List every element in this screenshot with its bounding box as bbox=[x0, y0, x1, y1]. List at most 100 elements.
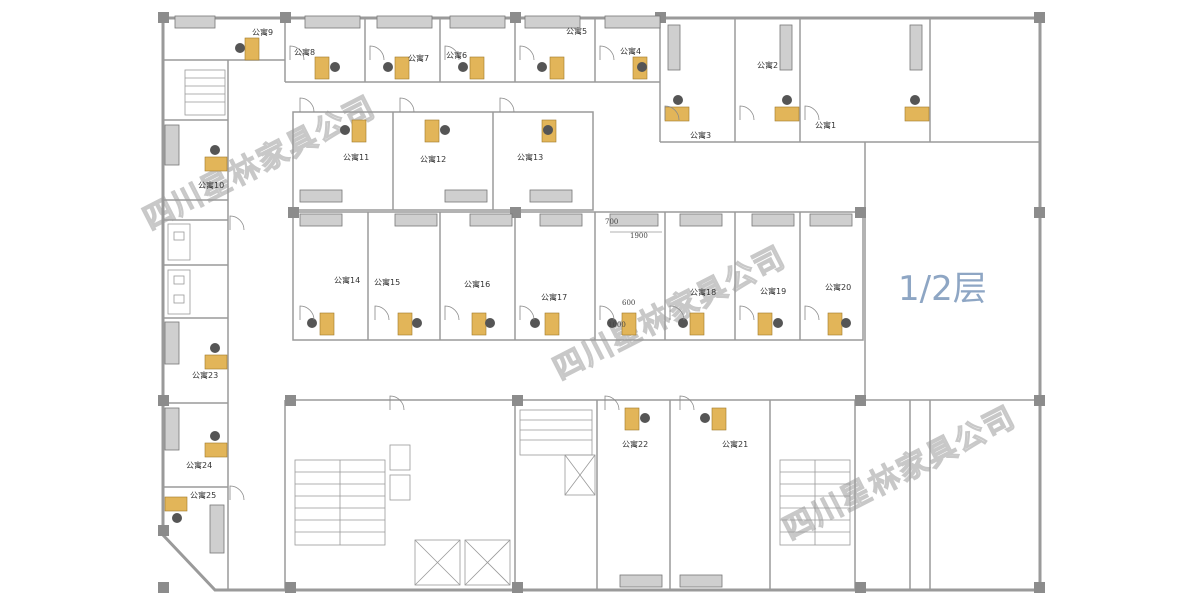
toilets bbox=[167, 223, 191, 315]
desk bbox=[314, 56, 330, 80]
desk bbox=[204, 156, 228, 172]
chair bbox=[637, 62, 647, 72]
chair bbox=[330, 62, 340, 72]
door bbox=[599, 305, 615, 321]
room-label: 公寓3 bbox=[690, 130, 711, 140]
wardrobe bbox=[394, 213, 438, 227]
building-walls bbox=[161, 16, 1042, 592]
chair bbox=[640, 413, 650, 423]
desk bbox=[164, 496, 188, 512]
wardrobe bbox=[209, 504, 225, 554]
desk bbox=[424, 119, 440, 143]
wardrobe bbox=[174, 15, 216, 29]
chair bbox=[543, 125, 553, 135]
room-label: 公寓11 bbox=[343, 152, 369, 162]
door bbox=[299, 305, 315, 321]
wardrobe bbox=[164, 407, 180, 451]
chair bbox=[607, 318, 617, 328]
door bbox=[804, 105, 820, 121]
door bbox=[444, 305, 460, 321]
door bbox=[519, 45, 535, 61]
wardrobe bbox=[444, 189, 488, 203]
wardrobe bbox=[609, 213, 659, 227]
desk bbox=[621, 312, 637, 336]
room-label: 公寓13 bbox=[517, 152, 543, 162]
chair bbox=[773, 318, 783, 328]
desk bbox=[544, 312, 560, 336]
wardrobe bbox=[751, 213, 795, 227]
wardrobe bbox=[809, 213, 853, 227]
desk bbox=[757, 312, 773, 336]
chair bbox=[530, 318, 540, 328]
door bbox=[289, 45, 305, 61]
elevator-2 bbox=[464, 539, 511, 586]
chair bbox=[910, 95, 920, 105]
wardrobe bbox=[539, 213, 583, 227]
room-label: 公寓2 bbox=[757, 60, 778, 70]
room-label: 公寓5 bbox=[566, 26, 587, 36]
door bbox=[739, 105, 755, 121]
room-labels: 公寓1 公寓2 公寓3 公寓4 公寓5 公寓6 公寓7 公寓8 公寓9 公寓10… bbox=[186, 26, 851, 500]
desk bbox=[904, 106, 930, 122]
wardrobe bbox=[469, 213, 513, 227]
door bbox=[739, 305, 755, 321]
room-label: 公寓16 bbox=[464, 279, 490, 289]
wardrobe bbox=[524, 15, 581, 29]
room-label: 公寓19 bbox=[760, 286, 786, 296]
door bbox=[444, 45, 460, 61]
door bbox=[519, 305, 535, 321]
door bbox=[229, 485, 245, 501]
room-label: 公寓18 bbox=[690, 287, 716, 297]
stair-upper-left bbox=[184, 69, 226, 116]
desk bbox=[471, 312, 487, 336]
door bbox=[499, 97, 515, 113]
room-label: 公寓7 bbox=[408, 53, 429, 63]
door bbox=[389, 395, 405, 411]
room-label: 公寓1 bbox=[815, 120, 836, 130]
watermarks: 四川星林家具公司 四川星林家具公司 四川星林家具公司 bbox=[137, 89, 1022, 548]
room-label: 公寓20 bbox=[825, 282, 851, 292]
door bbox=[399, 97, 415, 113]
room-label: 公寓21 bbox=[722, 439, 748, 449]
desk bbox=[397, 312, 413, 336]
wardrobe bbox=[679, 213, 723, 227]
door bbox=[599, 45, 615, 61]
room-label: 公寓25 bbox=[190, 490, 216, 500]
furniture bbox=[164, 15, 930, 588]
chair bbox=[235, 43, 245, 53]
chair bbox=[172, 513, 182, 523]
floor-label: 1/2层 bbox=[898, 269, 987, 309]
chair bbox=[673, 95, 683, 105]
wardrobe bbox=[619, 574, 663, 588]
desk bbox=[774, 106, 800, 122]
wardrobe bbox=[299, 189, 343, 203]
desk bbox=[689, 312, 705, 336]
room-label: 公寓22 bbox=[622, 439, 648, 449]
desk bbox=[827, 312, 843, 336]
room-label: 公寓8 bbox=[294, 47, 315, 57]
dimension-annotations: 700 1900 600 1000 bbox=[605, 218, 662, 329]
room-label: 公寓14 bbox=[334, 275, 360, 285]
dim-desk-width: 1000 bbox=[608, 321, 626, 329]
dim-wardrobe-depth: 700 bbox=[605, 218, 618, 226]
room-label: 公寓10 bbox=[198, 180, 224, 190]
chair bbox=[210, 145, 220, 155]
door bbox=[369, 45, 385, 61]
desk bbox=[204, 354, 228, 370]
door bbox=[679, 395, 695, 411]
chair bbox=[537, 62, 547, 72]
desk bbox=[319, 312, 335, 336]
room-label: 公寓6 bbox=[446, 50, 467, 60]
stair-center bbox=[519, 409, 596, 496]
room-label: 公寓9 bbox=[252, 27, 273, 37]
elevators bbox=[389, 444, 511, 586]
door bbox=[804, 305, 820, 321]
chair bbox=[340, 125, 350, 135]
wardrobe bbox=[529, 189, 573, 203]
chair bbox=[485, 318, 495, 328]
door bbox=[229, 215, 245, 231]
stair-main-right bbox=[779, 459, 851, 546]
desk bbox=[244, 37, 260, 61]
desk bbox=[549, 56, 565, 80]
